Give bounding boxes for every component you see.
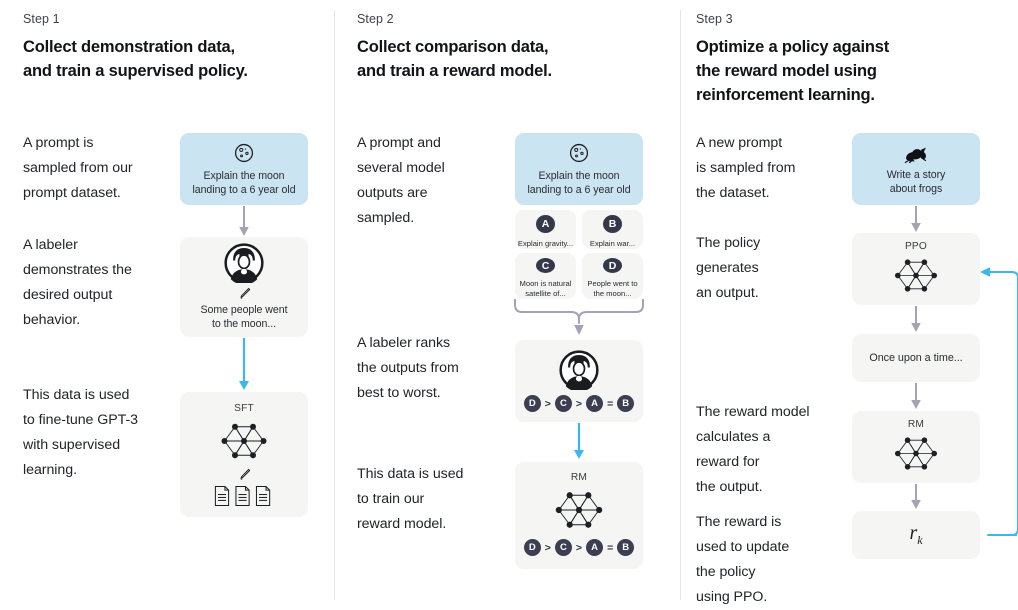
- arrow-gray-down: [236, 206, 252, 238]
- step-3-paragraph-3: The reward model calculates a reward for…: [696, 404, 810, 495]
- step-1-prompt-text: Explain the moon landing to a 6 year old: [192, 169, 296, 196]
- option-badge-d: D: [603, 258, 622, 273]
- step-1-paragraph-2: A labeler demonstrates the desired outpu…: [23, 237, 132, 328]
- neural-network-icon: [888, 253, 944, 298]
- option-badge-a: A: [536, 215, 555, 233]
- column-divider-2: [680, 10, 681, 600]
- column-divider-1: [334, 10, 335, 600]
- step-2-label: Step 2: [357, 12, 394, 26]
- step-1-sft-caption: SFT: [234, 403, 254, 414]
- rank-badge-d: D: [523, 395, 541, 412]
- rank-badge-b: B: [617, 395, 635, 412]
- step-2-rm-caption: RM: [570, 472, 588, 483]
- step-1-title: Collect demonstration data, and train a …: [23, 38, 248, 80]
- step-1-sft-card[interactable]: SFT: [180, 392, 308, 517]
- step-1-paragraph-1: A prompt is sampled from our prompt data…: [23, 135, 133, 201]
- rank-badge-d: D: [523, 539, 541, 556]
- step-1-column: Step 1 Collect demonstration data, and t…: [0, 0, 334, 610]
- rank-operator-2: >: [575, 397, 583, 410]
- step-3-prompt-card[interactable]: Write a story about frogs: [852, 133, 980, 205]
- step-2-column: Step 2 Collect comparison data, and trai…: [334, 0, 680, 610]
- labeler-avatar-icon: [224, 243, 264, 283]
- step-2-paragraph-3: This data is used to train our reward mo…: [357, 466, 464, 532]
- step-3-rm-card[interactable]: RM: [852, 411, 980, 483]
- step-3-reward-card[interactable]: rk: [852, 511, 980, 559]
- step-1-labeler-card[interactable]: Some people went to the moon...: [180, 237, 308, 337]
- step-3-rm-caption: RM: [907, 419, 925, 430]
- option-text-a: Explain gravity...: [517, 239, 574, 248]
- reward-symbol-r: r: [909, 522, 918, 544]
- arrow-gray-down: [908, 484, 924, 511]
- step-3-label: Step 3: [696, 12, 733, 26]
- rank-badge-c: C: [554, 395, 572, 412]
- neural-network-icon: [888, 431, 944, 476]
- rank-operator-1: >: [544, 541, 551, 554]
- step-2-option-card-b[interactable]: B Explain war...: [582, 210, 643, 249]
- neural-network-icon: [214, 417, 274, 465]
- step-2-ranking-card[interactable]: D > C > A = B: [515, 340, 643, 422]
- step-3-paragraph-4: The reward is used to update the policy …: [696, 514, 790, 605]
- rank-badge-b: B: [617, 539, 635, 556]
- arrow-gray-down: [908, 383, 924, 411]
- arrow-gray-down: [908, 306, 924, 334]
- option-badge-c: C: [536, 258, 555, 273]
- rank-badge-a: A: [586, 395, 604, 412]
- rank-operator-3: =: [607, 397, 614, 410]
- option-badge-b: B: [603, 215, 622, 233]
- labeler-avatar-icon: [559, 350, 599, 390]
- step-2-option-card-a[interactable]: A Explain gravity...: [515, 210, 576, 249]
- step-3-ppo-card[interactable]: PPO: [852, 233, 980, 305]
- step-1-prompt-card[interactable]: Explain the moon landing to a 6 year old: [180, 133, 308, 205]
- step-3-paragraph-1: A new prompt is sampled from the dataset…: [696, 135, 796, 201]
- step-2-prompt-card[interactable]: Explain the moon landing to a 6 year old: [515, 133, 643, 205]
- rank-operator-3: =: [607, 541, 614, 554]
- step-2-ranking-row: D > C > A = B: [523, 395, 635, 412]
- step-3-title: Optimize a policy against the reward mod…: [696, 38, 890, 104]
- step-1-paragraph-3: This data is used to fine-tune GPT-3 wit…: [23, 387, 139, 478]
- step-2-option-card-d[interactable]: D People went to the moon...: [582, 253, 643, 299]
- rank-operator-1: >: [544, 397, 551, 410]
- reward-symbol: rk: [909, 522, 922, 548]
- step-2-prompt-text: Explain the moon landing to a 6 year old: [527, 169, 631, 196]
- step-3-column: Step 3 Optimize a policy against the rew…: [680, 0, 1018, 610]
- moon-icon: [568, 142, 590, 164]
- rank-badge-c: C: [554, 539, 572, 556]
- frog-icon: [903, 143, 929, 163]
- step-3-output-card[interactable]: Once upon a time...: [852, 334, 980, 382]
- arrow-blue-down: [571, 423, 587, 461]
- step-2-title: Collect comparison data, and train a rew…: [357, 38, 552, 80]
- step-3-paragraph-2: The policy generates an output.: [696, 235, 761, 301]
- feedback-loop-arrow-blue: [976, 260, 1018, 540]
- option-text-d: People went to the moon...: [587, 279, 638, 298]
- step-2-option-card-c[interactable]: C Moon is natural satellite of...: [515, 253, 576, 299]
- neural-network-icon: [548, 485, 610, 535]
- step-2-rm-card[interactable]: RM: [515, 462, 643, 569]
- pencil-icon: [237, 286, 252, 301]
- reward-symbol-subscript: k: [917, 533, 923, 547]
- step-3-ppo-caption: PPO: [904, 241, 928, 252]
- rank-operator-2: >: [575, 541, 583, 554]
- step-3-prompt-text: Write a story about frogs: [886, 168, 946, 195]
- arrow-blue-down: [236, 338, 252, 392]
- pencil-icon: [237, 467, 252, 482]
- step-2-paragraph-2: A labeler ranks the outputs from best to…: [357, 335, 459, 401]
- step-1-label: Step 1: [23, 12, 60, 26]
- step-2-rm-ranking-row: D > C > A = B: [523, 539, 635, 556]
- rank-badge-a: A: [586, 539, 604, 556]
- merge-brace-arrow: [513, 299, 645, 337]
- step-3-output-text: Once upon a time...: [869, 352, 963, 364]
- moon-icon: [233, 142, 255, 164]
- arrow-gray-down: [908, 206, 924, 234]
- step-2-paragraph-1: A prompt and several model outputs are s…: [357, 135, 445, 226]
- documents-icon: [213, 485, 275, 507]
- option-text-c: Moon is natural satellite of...: [519, 279, 572, 298]
- step-1-labeler-text: Some people went to the moon...: [200, 304, 288, 330]
- option-text-b: Explain war...: [589, 239, 636, 248]
